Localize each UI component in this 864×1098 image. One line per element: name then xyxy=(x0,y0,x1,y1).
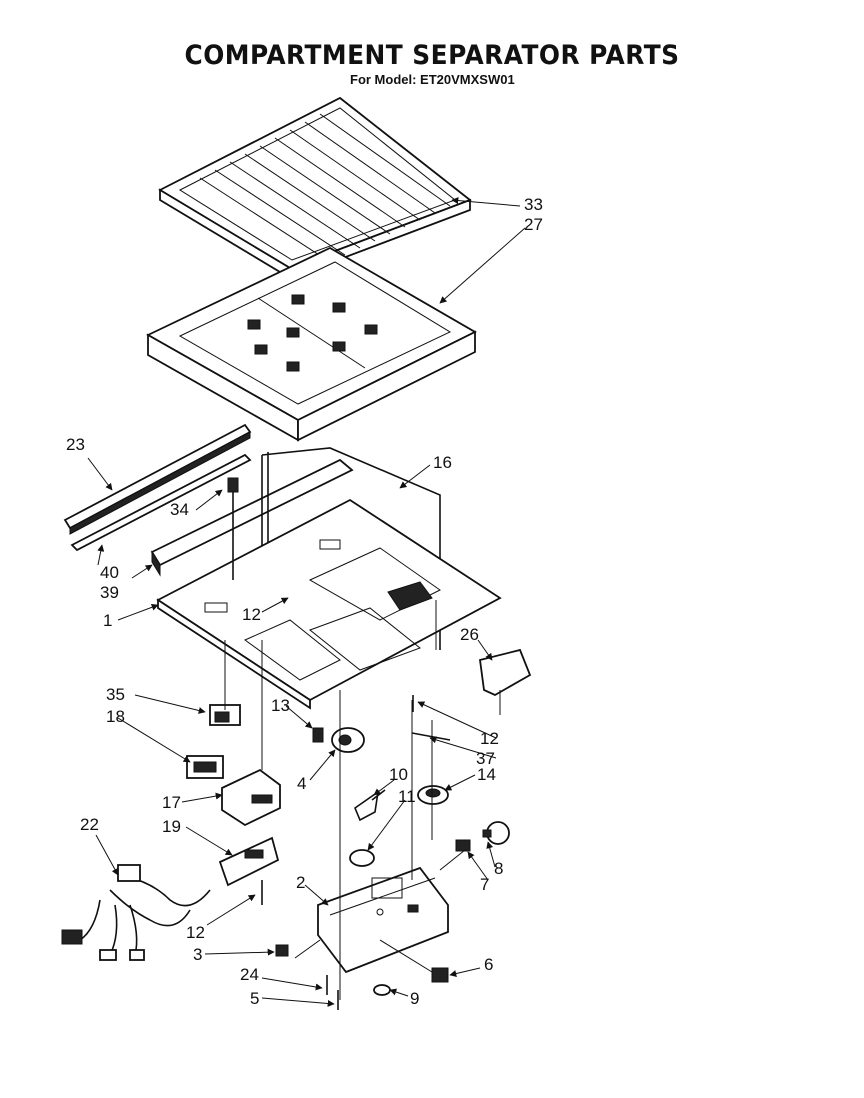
callout-37: 37 xyxy=(476,749,495,768)
callout-34: 34 xyxy=(170,500,189,519)
callout-26: 26 xyxy=(460,625,479,644)
part-22-wiring-harness xyxy=(61,864,211,961)
part-1-separator-panel xyxy=(156,498,502,710)
callout-27: 27 xyxy=(524,215,543,234)
part-17-control-housing xyxy=(221,768,281,827)
callout-5: 5 xyxy=(250,989,260,1008)
callout-4: 4 xyxy=(297,774,307,793)
diagram-title: COMPARTMENT SEPARATOR PARTS xyxy=(184,40,680,71)
callout-19: 19 xyxy=(162,817,181,836)
callout-1: 1 xyxy=(103,611,113,630)
callout-16: 16 xyxy=(433,453,452,472)
callout-6: 6 xyxy=(484,955,494,974)
part-13-fastener xyxy=(312,727,324,743)
part-34-screw xyxy=(227,477,239,580)
part-10-thermostat xyxy=(354,789,386,822)
callout-39: 39 xyxy=(100,583,119,602)
part-4-knob xyxy=(331,727,365,753)
callout-23: 23 xyxy=(66,435,85,454)
part-26-duct xyxy=(479,648,532,697)
part-14-light-cover xyxy=(417,785,449,805)
callout-8: 8 xyxy=(494,859,504,878)
callout-10: 10 xyxy=(389,765,408,784)
part-40-strip xyxy=(70,453,252,552)
callout-13: 13 xyxy=(271,696,290,715)
callout-24: 24 xyxy=(240,965,259,984)
part-33-grille-shelf xyxy=(158,96,472,280)
callout-11: 11 xyxy=(398,787,416,806)
callout-33: 33 xyxy=(524,195,543,214)
callout-17: 17 xyxy=(162,793,181,812)
callout-18: 18 xyxy=(106,707,125,726)
callout-2: 2 xyxy=(296,873,306,892)
part-37-spring-clip xyxy=(411,732,451,741)
callout-12-panel: 12 xyxy=(242,605,261,624)
part-3-connector xyxy=(275,944,289,957)
part-2-housing xyxy=(317,866,449,974)
part-39-channel xyxy=(150,458,354,577)
part-9-grommet xyxy=(373,984,391,996)
part-11-knob xyxy=(349,849,375,867)
callout-22: 22 xyxy=(80,815,99,834)
part-8-bulb xyxy=(482,821,510,845)
callout-35: 35 xyxy=(106,685,125,704)
part-18-bracket xyxy=(186,755,224,779)
callout-12-right: 12 xyxy=(480,729,499,748)
part-19-bezel xyxy=(218,836,280,887)
callout-12-bezel: 12 xyxy=(186,923,205,942)
callout-7: 7 xyxy=(480,875,490,894)
callout-9: 9 xyxy=(410,989,420,1008)
callout-3: 3 xyxy=(193,945,203,964)
part-27-frame xyxy=(146,246,477,442)
callout-14: 14 xyxy=(477,765,496,784)
part-23-trim-strip xyxy=(63,423,252,535)
callout-40: 40 xyxy=(100,563,119,582)
model-subtitle: For Model: ET20VMXSW01 xyxy=(350,72,515,87)
part-6-switch xyxy=(431,967,449,983)
part-7-socket xyxy=(455,839,471,852)
